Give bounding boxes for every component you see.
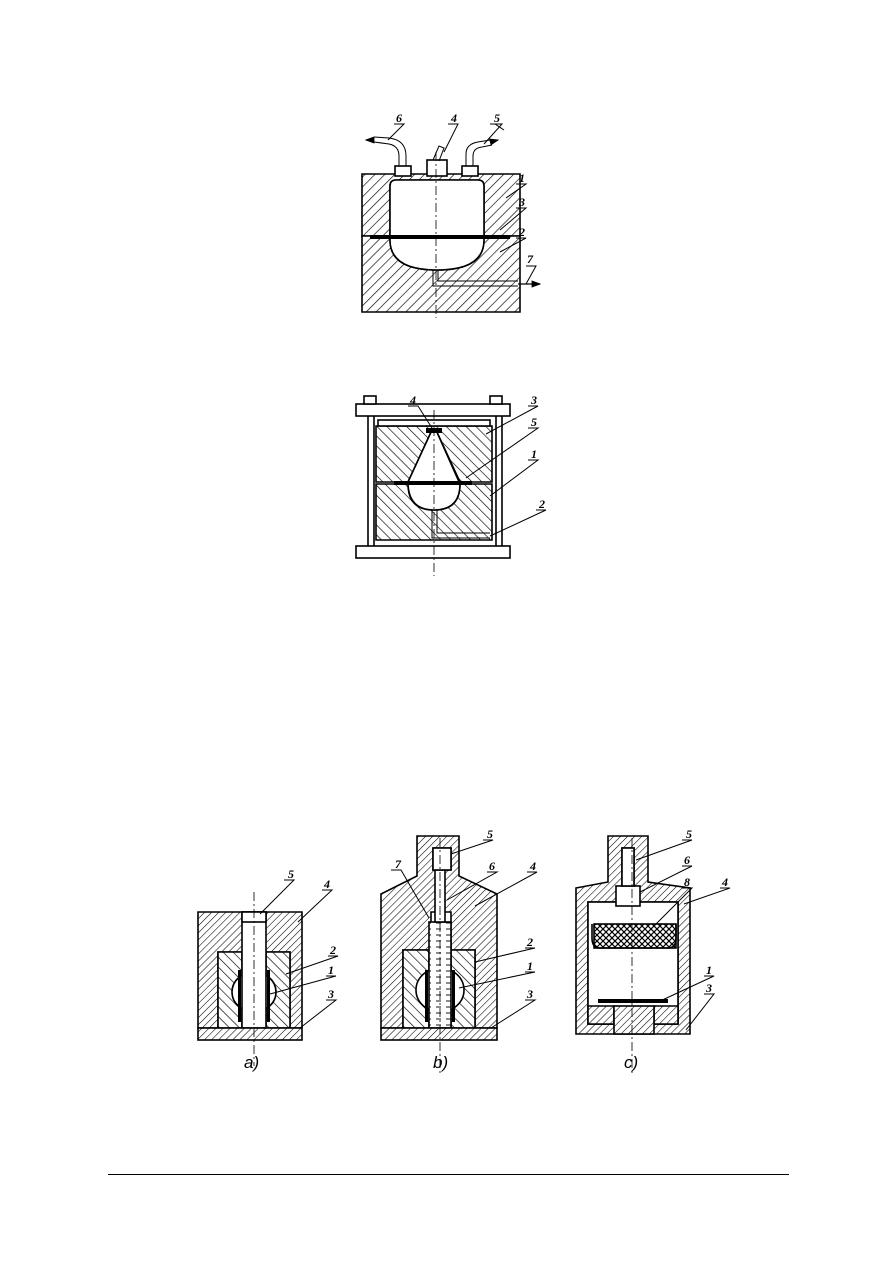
fig3b-label-5: 5 — [487, 827, 493, 841]
fig2-label-3: 3 — [530, 393, 537, 407]
figure-2-diagram: 4 3 5 1 2 — [340, 390, 570, 580]
fig1-label-2: 2 — [518, 225, 525, 239]
figure-3c-svg: 5 6 8 4 1 3 c) — [575, 827, 731, 1074]
fig3a-label-4: 4 — [323, 877, 330, 891]
fig1-label-1: 1 — [519, 171, 525, 185]
figure-1-diagram: 6 4 5 1 3 2 7 — [340, 100, 560, 320]
fig3b-label-7: 7 — [395, 857, 402, 871]
fig1-label-3: 3 — [518, 195, 525, 209]
fig2-label-1: 1 — [531, 447, 537, 461]
fig1-label-4: 4 — [450, 111, 457, 125]
fig3b-label-3: 3 — [526, 987, 533, 1001]
figure-1-svg: 6 4 5 1 3 2 7 — [361, 111, 542, 318]
fig1-label-6: 6 — [396, 111, 402, 125]
fig3c-label-1: 1 — [706, 963, 712, 977]
fig3b-caption: b) — [433, 1053, 448, 1072]
footer-rule — [108, 1174, 789, 1175]
fig3b-label-1: 1 — [527, 959, 533, 973]
figure-3a-svg: 5 4 2 1 3 a) — [197, 867, 339, 1072]
figure-2-svg: 4 3 5 1 2 — [355, 393, 547, 576]
fig2-label-4: 4 — [409, 393, 416, 407]
fig3b-label-6: 6 — [489, 859, 495, 873]
fig3c-label-4: 4 — [721, 875, 728, 889]
fig2-label-2: 2 — [538, 497, 545, 511]
fig3c-label-5: 5 — [686, 827, 692, 841]
figure-3c-diagram: 5 6 8 4 1 3 c) — [570, 827, 740, 1080]
fig3a-caption: a) — [244, 1053, 259, 1072]
figure-3b-svg: 5 7 6 4 2 1 3 b) — [380, 827, 538, 1074]
fig3c-caption: c) — [624, 1053, 638, 1072]
figure-3b-diagram: 5 7 6 4 2 1 3 b) — [375, 827, 550, 1080]
fig1-label-5: 5 — [494, 111, 500, 125]
figure-3a-diagram: 5 4 2 1 3 a) — [190, 867, 350, 1080]
fig1-label-7: 7 — [527, 252, 534, 266]
fig3a-label-5: 5 — [288, 867, 294, 881]
fig3c-label-8: 8 — [684, 875, 690, 889]
fig3a-label-2: 2 — [329, 943, 336, 957]
fig3c-label-6: 6 — [684, 853, 690, 867]
fig3b-label-2: 2 — [526, 935, 533, 949]
fig3a-label-1: 1 — [328, 963, 334, 977]
fig3c-label-3: 3 — [705, 981, 712, 995]
fig2-label-5: 5 — [531, 415, 537, 429]
fig3b-label-4: 4 — [529, 859, 536, 873]
fig3a-label-3: 3 — [327, 987, 334, 1001]
